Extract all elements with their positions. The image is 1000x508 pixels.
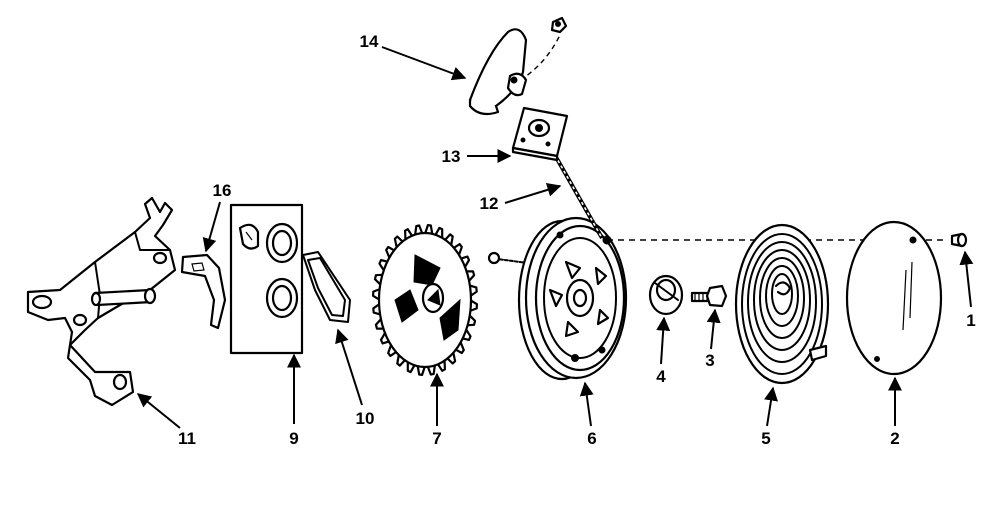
callout-3: 3 [705,351,714,370]
recoil-spring [734,223,830,385]
starter-gear [372,224,478,376]
bolt [690,284,728,308]
callout-7: 7 [432,429,441,448]
pawl [180,253,227,330]
screw [950,232,968,248]
mounting-bracket [26,196,177,407]
rope-pulley [517,216,628,381]
gasket-plate [229,203,304,355]
callout-14: 14 [360,32,379,51]
retainer-clip [648,274,684,316]
starter-rope [550,149,604,239]
callout-5: 5 [761,429,770,448]
callout-2: 2 [890,429,899,448]
handle [468,16,568,116]
callout-9: 9 [289,429,298,448]
callout-6: 6 [587,429,596,448]
callout-10: 10 [356,409,375,428]
callout-11: 11 [178,429,196,448]
callout-1: 1 [966,311,975,330]
rope-guide [511,106,569,162]
callout-12: 12 [480,194,499,213]
cover-plate [845,220,943,376]
leader-lines [136,46,974,429]
spring-clip [302,251,351,323]
callout-16: 16 [213,181,232,200]
callout-13: 13 [442,147,461,166]
callout-4: 4 [656,367,666,386]
callout-labels: 1 2 3 4 5 6 7 9 10 11 12 13 14 16 [178,32,976,448]
